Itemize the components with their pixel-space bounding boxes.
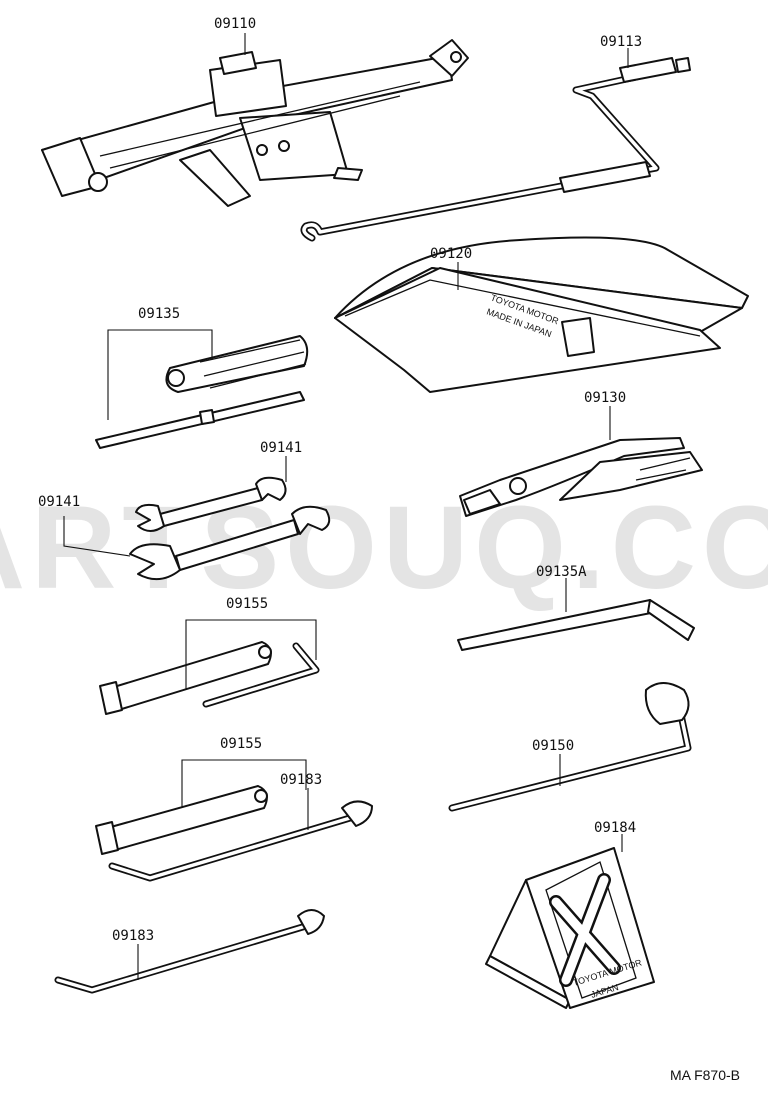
jack-handle-drawing[interactable] (300, 57, 691, 242)
label-jack: 09110 (214, 16, 256, 32)
screwdriver-drawing[interactable] (95, 335, 309, 449)
label-jack-handle: 09113 (600, 34, 642, 50)
hub-nut-wrench-drawing[interactable] (448, 682, 692, 812)
tire-bar-b-drawing[interactable] (54, 909, 325, 994)
screwdriver-leader (107, 329, 213, 420)
tool-bag-drawing[interactable]: TOYOTA MOTOR MADE IN JAPAN (334, 236, 749, 393)
label-tire-bar-a: 09183 (280, 772, 322, 788)
wrench-large-leader (63, 516, 131, 557)
plug-wrench-set-b-drawing[interactable] (95, 785, 268, 855)
label-wrench-small: 09141 (260, 440, 302, 456)
wrench-large-drawing[interactable] (129, 505, 331, 581)
label-wheel-chock: 09184 (594, 820, 636, 836)
jack-drawing[interactable] (41, 39, 469, 207)
label-tire-bar-b: 09183 (112, 928, 154, 944)
label-wrench-large: 09141 (38, 494, 80, 510)
label-plug-wrench-set-a: 09155 (226, 596, 268, 612)
label-screwdriver: 09135 (138, 306, 180, 322)
label-plug-wrench-set-b: 09155 (220, 736, 262, 752)
pliers-drawing[interactable] (459, 437, 703, 517)
wheel-chock-drawing[interactable]: TOYOTA MOTOR JAPAN (485, 847, 655, 1009)
label-hub-nut-wrench: 09150 (532, 738, 574, 754)
screwdriver-l-drawing[interactable] (457, 599, 695, 651)
plug-wrench-set-a-leader (185, 619, 317, 690)
plug-wrench-set-b-leader (181, 759, 307, 808)
footer-code: MA F870-B (670, 1067, 740, 1083)
label-tool-bag: 09120 (430, 246, 472, 262)
plug-wrench-set-a-drawing[interactable] (99, 641, 320, 715)
tire-bar-a-drawing[interactable] (108, 800, 373, 882)
wrench-small-drawing[interactable] (135, 476, 287, 532)
label-screwdriver-l: 09135A (536, 564, 587, 580)
label-pliers: 09130 (584, 390, 626, 406)
watermark: PARTSOUQ.COM (0, 482, 768, 614)
